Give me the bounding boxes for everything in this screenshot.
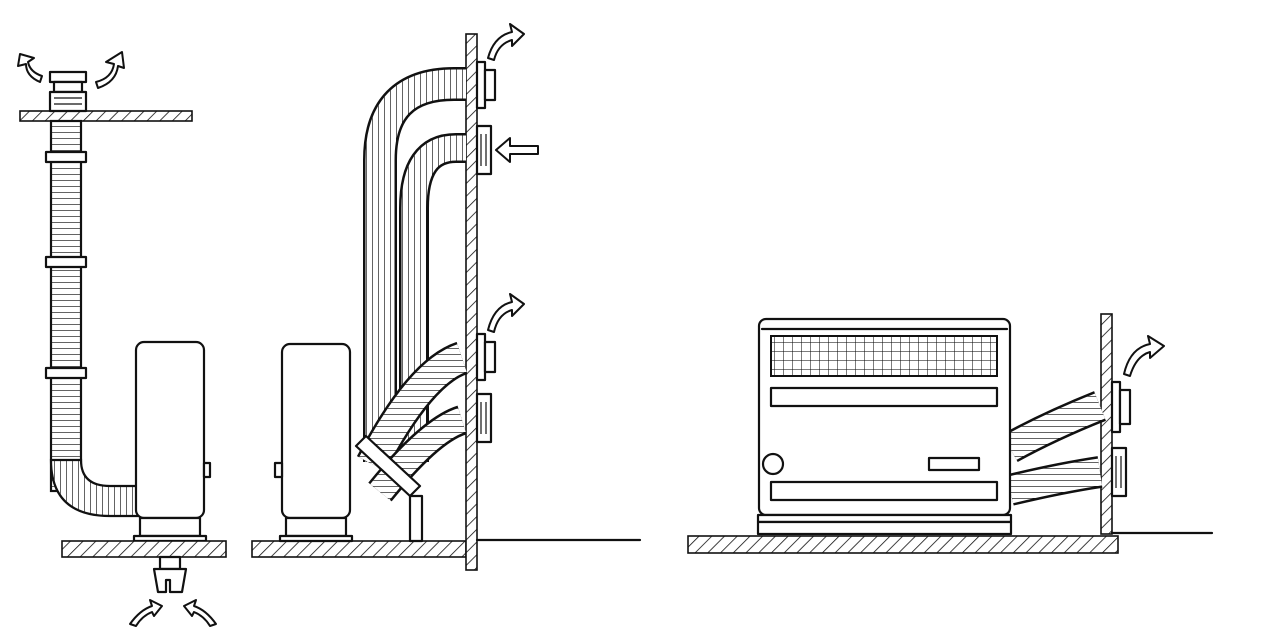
vertical-flue-pipe bbox=[44, 119, 88, 493]
intake-arrow bbox=[495, 137, 539, 163]
intake-hose-tall bbox=[399, 133, 466, 462]
intake-hose-3 bbox=[1006, 456, 1103, 506]
ceiling-slab bbox=[19, 110, 193, 122]
panel-wall-twin-hose bbox=[251, 23, 642, 571]
floor-slab-3 bbox=[687, 535, 1119, 554]
exhaust-arrow-low bbox=[487, 293, 525, 333]
panel-roof-flue bbox=[17, 51, 227, 627]
wall-terminal-exhaust-top bbox=[475, 60, 497, 110]
wall-terminal-intake-low bbox=[475, 392, 493, 444]
panel-wall-heater bbox=[687, 313, 1214, 554]
exhaust-arrow-right bbox=[95, 51, 125, 89]
flue-elbow bbox=[49, 458, 140, 518]
floor-intake bbox=[152, 555, 188, 594]
floor-slab-2 bbox=[251, 540, 467, 558]
exhaust-arrow-left bbox=[17, 53, 43, 83]
exhaust-hose-tall bbox=[363, 67, 466, 462]
wall-terminal-exhaust-3 bbox=[1110, 380, 1132, 434]
heater-unit-3 bbox=[756, 317, 1013, 536]
heater-unit bbox=[132, 340, 212, 543]
wall-terminal-exhaust-low bbox=[475, 332, 497, 382]
exterior-wall-3 bbox=[1100, 313, 1113, 535]
control-knob bbox=[761, 452, 785, 476]
intake-arrow-right bbox=[183, 599, 217, 627]
exterior-wall bbox=[465, 33, 478, 571]
floor-slab bbox=[61, 540, 227, 558]
hose-collar bbox=[354, 434, 422, 498]
wall-terminal-intake-3 bbox=[1110, 446, 1128, 498]
heater-grille bbox=[770, 335, 998, 377]
exhaust-hose-low bbox=[356, 341, 469, 472]
heater-unit-2 bbox=[273, 342, 354, 543]
exhaust-arrow-3 bbox=[1123, 335, 1165, 377]
exhaust-hose-3 bbox=[1002, 391, 1106, 463]
intake-arrow-left bbox=[129, 599, 163, 627]
exhaust-arrow-top bbox=[487, 23, 525, 61]
intake-hose-low bbox=[368, 405, 468, 502]
wall-terminal-intake-top bbox=[475, 124, 493, 176]
roof-cowl bbox=[48, 70, 88, 113]
